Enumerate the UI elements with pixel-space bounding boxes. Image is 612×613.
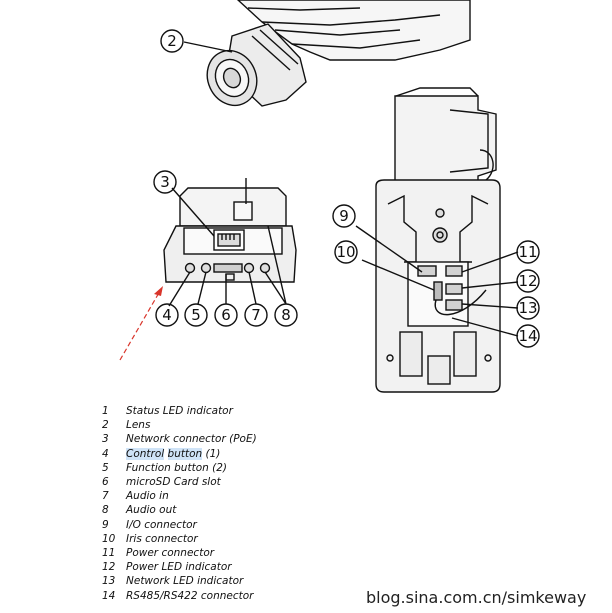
legend-label: Power LED indicator xyxy=(126,561,232,574)
legend-num: 11 xyxy=(102,547,116,560)
legend-item-5: 5 Function button (2) xyxy=(102,461,257,475)
legend-item-14: 14 RS485/RS422 connector xyxy=(102,589,257,603)
callout-5: 5 xyxy=(191,306,201,324)
callout-12: 12 xyxy=(518,272,537,290)
callout-11: 11 xyxy=(518,243,537,261)
callout-2: 2 xyxy=(167,32,177,50)
legend-num: 3 xyxy=(102,433,109,446)
legend-item-13: 13 Network LED indicator xyxy=(102,574,257,588)
legend-label: Network connector (PoE) xyxy=(126,433,257,446)
legend-num: 6 xyxy=(102,476,109,489)
legend-label: microSD Card slot xyxy=(126,476,221,489)
connector-panel-illustration xyxy=(163,187,297,283)
legend-item-10: 10 Iris connector xyxy=(102,532,257,546)
callout-13: 13 xyxy=(518,299,537,317)
legend-label: Power connector xyxy=(126,547,215,560)
callout-10: 10 xyxy=(336,243,355,261)
camera-diagram: 2 3 4 5 6 7 8 9 10 11 12 13 14 xyxy=(119,0,540,393)
callout-14: 14 xyxy=(518,327,537,345)
legend-label: Iris connector xyxy=(126,532,198,545)
legend-item-2: 2 Lens xyxy=(102,418,257,432)
legend-label: Lens xyxy=(126,419,151,432)
legend-item-12: 12 Power LED indicator xyxy=(102,560,257,574)
legend-label-rest: (1) xyxy=(202,447,221,460)
legend-label: I/O connector xyxy=(126,518,197,531)
legend-item-3: 3 Network connector (PoE) xyxy=(102,432,257,446)
legend-label: Audio in xyxy=(126,490,169,503)
callout-3: 3 xyxy=(160,173,170,191)
legend-num: 10 xyxy=(102,532,116,545)
legend-num: 12 xyxy=(102,561,116,574)
legend-item-4: 4 Control button (1) xyxy=(102,447,257,461)
legend-label: Status LED indicator xyxy=(126,405,233,417)
legend-num: 1 xyxy=(102,405,109,417)
selected-text-highlight-2: button xyxy=(167,447,203,460)
watermark-text: blog.sina.com.cn/simkeway xyxy=(366,588,587,607)
callout-4: 4 xyxy=(162,306,172,324)
legend-list: 1 Status LED indicator 2 Lens 3 Network con… xyxy=(102,404,257,603)
lens-illustration xyxy=(206,23,307,107)
legend-num: 7 xyxy=(102,490,109,503)
legend-item-9: 9 I/O connector xyxy=(102,518,257,532)
legend-label: Audio out xyxy=(126,504,177,517)
camera-back-illustration xyxy=(375,87,501,393)
legend-label: Control button (1) xyxy=(126,447,220,461)
legend-item-7: 7 Audio in xyxy=(102,489,257,503)
legend-num: 2 xyxy=(102,419,109,432)
legend-num: 13 xyxy=(102,575,116,588)
callout-9: 9 xyxy=(339,207,349,225)
legend-num: 5 xyxy=(102,461,109,474)
legend-num: 8 xyxy=(102,504,109,517)
legend-label: RS485/RS422 connector xyxy=(126,589,254,602)
legend-item-1: 1 Status LED indicator xyxy=(102,404,257,418)
legend-item-8: 8 Audio out xyxy=(102,503,257,517)
pointer-arrow xyxy=(119,286,163,361)
legend-item-6: 6 microSD Card slot xyxy=(102,475,257,489)
legend-item-11: 11 Power connector xyxy=(102,546,257,560)
legend-num: 9 xyxy=(102,518,109,531)
callout-6: 6 xyxy=(221,306,231,324)
legend-num: 4 xyxy=(102,447,109,460)
legend-label: Function button (2) xyxy=(126,461,227,474)
callout-7: 7 xyxy=(251,306,261,324)
camera-top-illustration xyxy=(206,0,471,107)
callout-8: 8 xyxy=(281,306,291,324)
legend-num: 14 xyxy=(102,589,116,602)
legend-label: Network LED indicator xyxy=(126,575,244,588)
selected-text-highlight: Control xyxy=(126,447,165,460)
